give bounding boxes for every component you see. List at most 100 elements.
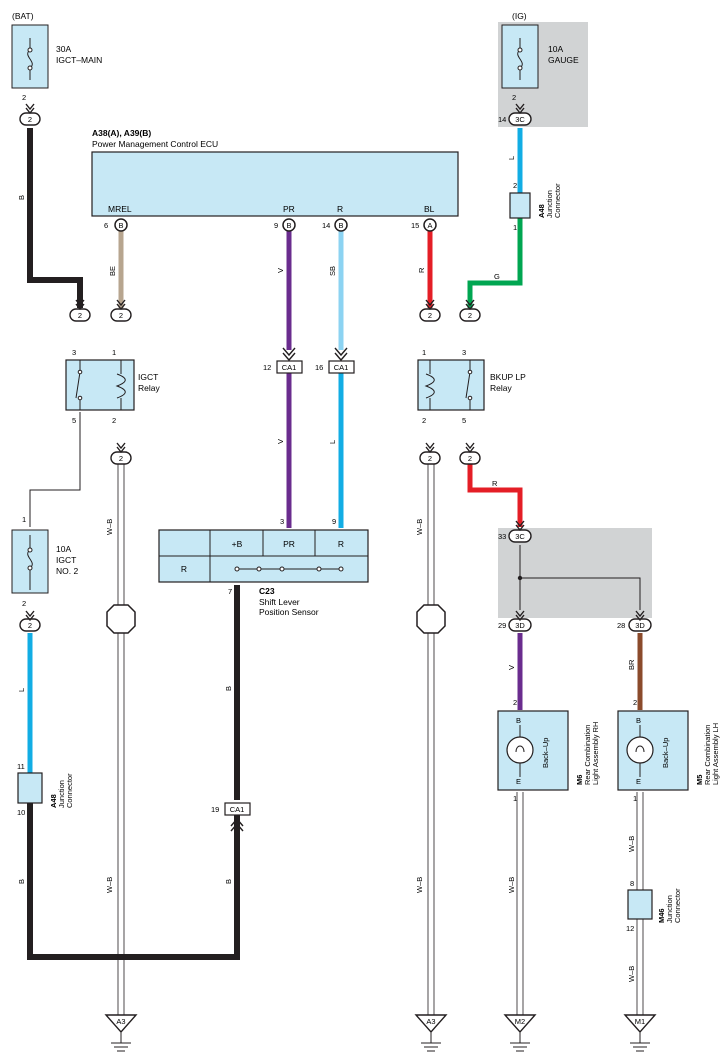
ground-label-m2: M2	[515, 1017, 525, 1026]
ecu-conn-b3: B	[338, 221, 343, 230]
ecu-pin-label-r: R	[337, 204, 343, 214]
conn-2-g: 2	[428, 454, 432, 463]
conn-3c-gauge: 3C	[515, 115, 525, 124]
sensor-name2: Position Sensor	[259, 607, 319, 617]
wire-label-wb7: W–B	[627, 966, 636, 982]
fuse-gauge-name: GAUGE	[548, 55, 579, 65]
junction-block-3c3d	[498, 528, 652, 618]
lamp-rh-name2: Light Assembly RH	[591, 722, 600, 785]
lamp-rh-label: Back–Up	[541, 738, 550, 768]
conn-2-c: 2	[119, 311, 123, 320]
lamp-lh-b: B	[636, 716, 641, 725]
wire-label-b-ca1: B	[224, 879, 233, 884]
lamp-lh-name2: Light Assembly LH	[711, 723, 720, 785]
lamp-lh-code: M5	[695, 775, 704, 785]
wire-label-wb2: W–B	[415, 519, 424, 535]
relay-igct	[65, 359, 135, 411]
fuse-igct-main-name: IGCT–MAIN	[56, 55, 102, 65]
ecu-pin-label-mrel: MREL	[108, 204, 132, 214]
wire-label-g: G	[494, 272, 500, 281]
ecu-pin-num-6: 6	[104, 221, 108, 230]
wire-label-l-sensor: L	[328, 440, 337, 444]
power-ig-label: (IG)	[512, 11, 527, 21]
a48-top-code: A48	[537, 204, 546, 218]
ecu-pin-label-bl: BL	[424, 204, 435, 214]
junction-m46	[627, 889, 653, 920]
junction-a48-top	[509, 192, 531, 219]
a48-top-name1: Junction	[545, 190, 554, 218]
wire-b-bottom	[27, 803, 240, 960]
fuse-igct-no2-amp: 10A	[56, 544, 71, 554]
ground-a3-left	[104, 1014, 138, 1052]
fuse-igct-main-pin: 2	[22, 93, 26, 102]
fuse-igct-no2-name2: NO. 2	[56, 566, 78, 576]
relay-bkup-name: BKUP LP	[490, 372, 526, 382]
bulb-icon-lh	[626, 736, 654, 764]
a48-left-pin11: 11	[17, 762, 25, 771]
lamp-lh-label: Back–Up	[661, 738, 670, 768]
lamp-rh-b: B	[516, 716, 521, 725]
sensor-pin7: 7	[228, 587, 232, 596]
relay-igct-sub: Relay	[138, 383, 160, 393]
ecu-name: Power Management Control ECU	[92, 139, 218, 149]
lamp-lh-e: E	[636, 777, 641, 786]
conn-2-d: 2	[119, 454, 123, 463]
m46-name2: Connector	[673, 888, 682, 923]
conn-3c-33: 3C	[515, 532, 525, 541]
wire-label-r1: R	[417, 267, 426, 273]
ca1-12: CA1	[282, 363, 297, 372]
a48-top-pin1: 1	[513, 223, 517, 232]
relay-bkup	[417, 359, 485, 411]
m46-pin12: 12	[626, 924, 634, 933]
power-bat-label: (BAT)	[12, 11, 34, 21]
ground-a3-right	[414, 1014, 448, 1052]
ground-label-a3-left: A3	[116, 1017, 125, 1026]
relay-igct-pin5: 5	[72, 416, 76, 425]
a48-left-pin10: 10	[17, 808, 25, 817]
conn-2-a: 2	[28, 115, 32, 124]
pin-ca1-16: 16	[315, 363, 323, 372]
relay-bkup-symbol	[424, 360, 471, 410]
fuse-gauge-amp: 10A	[548, 44, 563, 54]
lamp-rh-code: M6	[575, 775, 584, 785]
ecu-pin-num-14: 14	[322, 221, 330, 230]
sensor-row-r: R	[181, 564, 187, 574]
ground-label-m1: M1	[635, 1017, 645, 1026]
ecu-box	[91, 151, 459, 217]
lamp-rh-pin1: 1	[513, 794, 517, 803]
wire-g	[467, 218, 523, 308]
ground-m2	[503, 1014, 537, 1052]
a48-left-name1: Junction	[57, 780, 66, 808]
conn-2-f: 2	[468, 311, 472, 320]
lamp-lh-pin2: 2	[633, 698, 637, 707]
a48-left-name2: Connector	[65, 773, 74, 808]
sensor-col-r: R	[338, 539, 344, 549]
bulb-icon-rh	[506, 736, 534, 764]
wire-label-v1: V	[276, 268, 285, 273]
conn-3d-28: 3D	[635, 621, 645, 630]
ecu-pin-num-15: 15	[411, 221, 419, 230]
wire-label-v3: V	[507, 665, 516, 670]
pin-14-3c: 14	[498, 115, 506, 124]
relay-bkup-pin5: 5	[462, 416, 466, 425]
ecu-code: A38(A), A39(B)	[92, 128, 151, 138]
ecu-conn-b2: B	[286, 221, 291, 230]
conn-3d-29: 3D	[515, 621, 525, 630]
relay-bkup-sub: Relay	[490, 383, 512, 393]
fuse-igct-no2-pin-out: 2	[22, 599, 26, 608]
fuse-igct-no2-name1: IGCT	[56, 555, 76, 565]
relay-igct-pin2: 2	[112, 416, 116, 425]
conn-2-e: 2	[428, 311, 432, 320]
conn-2-h: 2	[468, 454, 472, 463]
sensor-pin9: 9	[332, 517, 336, 526]
wire-r-bkup	[467, 464, 523, 527]
fuse-igct-main-amp: 30A	[56, 44, 71, 54]
wire-label-sb: SB	[328, 266, 337, 276]
pin-28-3d: 28	[617, 621, 625, 630]
lamp-rh-e: E	[516, 777, 521, 786]
sensor-code: C23	[259, 586, 275, 596]
sensor-pin3: 3	[280, 517, 284, 526]
sensor-name1: Shift Lever	[259, 597, 300, 607]
wire-b-main	[27, 128, 83, 308]
